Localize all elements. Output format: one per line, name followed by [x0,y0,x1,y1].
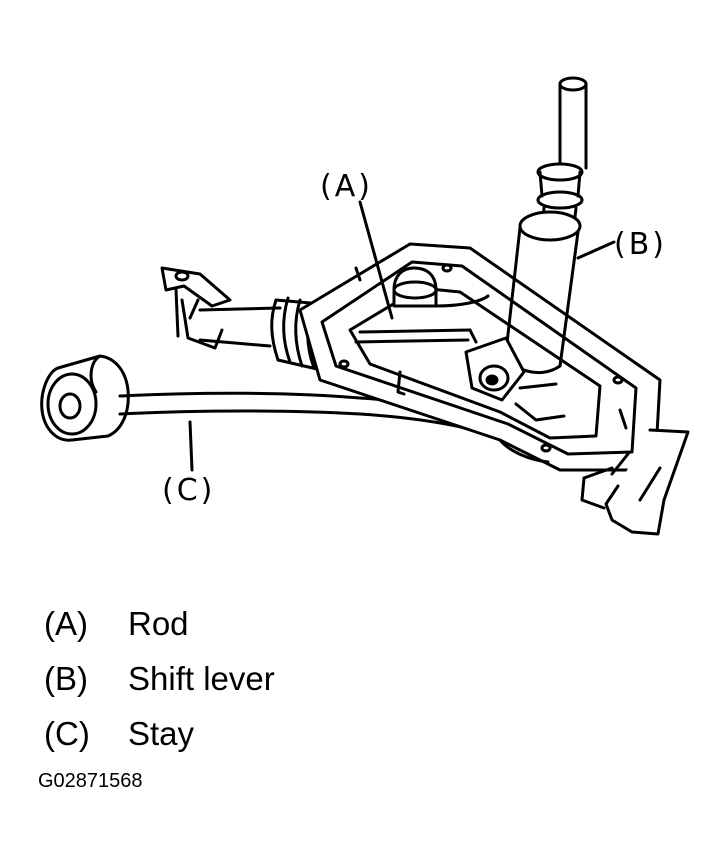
pivot-dome [392,266,490,308]
front-bracket [580,428,690,536]
rod [354,328,478,344]
legend-text: Shift lever [128,659,275,697]
lever-joint [464,336,566,422]
legend-key: (A) [44,604,88,642]
figure-id: G02871568 [38,770,143,792]
leader-line-b [576,240,616,260]
legend: (A) Rod (B) Shift lever (C) Stay [44,596,684,761]
legend-text: Stay [128,714,195,752]
legend-item-shift-lever: (B) Shift lever [44,651,684,706]
shift-linkage-diagram: (A) (B) (C) [40,76,690,536]
legend-key: (C) [44,714,90,752]
callout-c: (C) [162,473,215,508]
legend-text: Rod [128,604,189,642]
legend-item-rod: (A) Rod [44,596,684,651]
leader-line-a [358,200,394,320]
legend-key: (B) [44,659,88,697]
callout-a: (A) [320,169,373,204]
rear-mount-bracket [160,266,232,350]
callout-b: (B) [614,227,667,262]
leader-line-c [188,420,194,472]
legend-item-stay: (C) Stay [44,706,684,761]
